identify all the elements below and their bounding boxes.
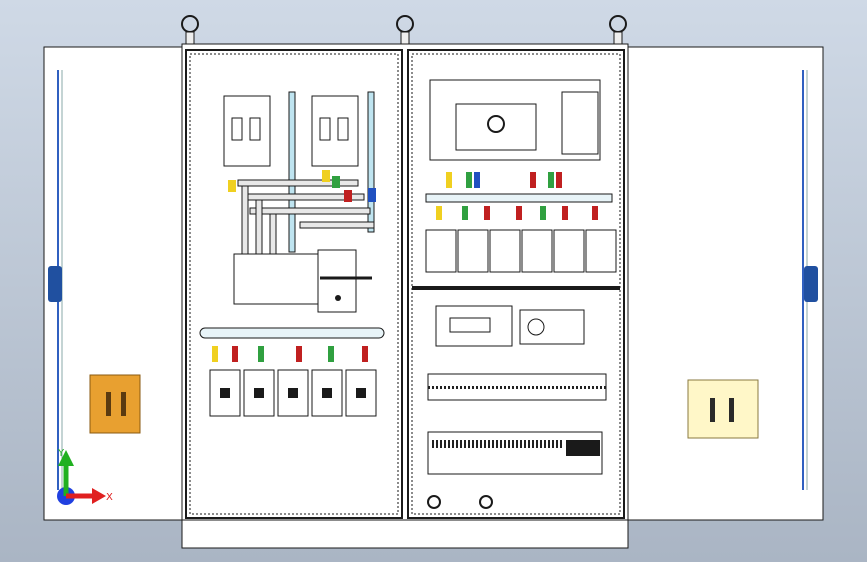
lifting-eye-icon bbox=[396, 15, 414, 45]
power-meter[interactable] bbox=[429, 79, 601, 161]
main-breaker[interactable] bbox=[223, 95, 271, 167]
right-door-lock-icon[interactable] bbox=[687, 379, 759, 439]
branch-breaker-row bbox=[425, 193, 617, 273]
lifting-eye-icon bbox=[181, 15, 199, 45]
branch-breaker[interactable] bbox=[311, 369, 343, 417]
terminal-block-row bbox=[427, 373, 607, 401]
branch-breaker[interactable] bbox=[489, 229, 521, 273]
left-door-lock-icon[interactable] bbox=[89, 374, 141, 434]
mounting-rail bbox=[412, 286, 620, 290]
hmi-module[interactable] bbox=[519, 309, 585, 345]
branch-breaker[interactable] bbox=[425, 229, 457, 273]
branch-breaker[interactable] bbox=[345, 369, 377, 417]
busbar bbox=[237, 91, 375, 257]
branch-breaker[interactable] bbox=[553, 229, 585, 273]
left-compartment bbox=[185, 49, 403, 519]
cable-gland-icon bbox=[479, 495, 493, 509]
relay-row bbox=[427, 431, 603, 475]
branch-breaker[interactable] bbox=[277, 369, 309, 417]
left-door bbox=[43, 46, 185, 521]
branch-breaker-row bbox=[209, 369, 377, 417]
neutral-busbar bbox=[199, 327, 385, 339]
branch-breaker[interactable] bbox=[209, 369, 241, 417]
lifting-eye-icon bbox=[609, 15, 627, 45]
right-compartment bbox=[407, 49, 625, 519]
y-axis-label: Y bbox=[57, 448, 65, 459]
right-door-hinge-icon bbox=[804, 266, 818, 302]
x-axis-label: X bbox=[106, 492, 113, 503]
branch-breaker[interactable] bbox=[243, 369, 275, 417]
disconnect-switch[interactable] bbox=[233, 249, 372, 313]
plc-module[interactable] bbox=[435, 305, 513, 347]
branch-breaker[interactable] bbox=[457, 229, 489, 273]
main-breaker[interactable] bbox=[311, 95, 359, 167]
branch-breaker[interactable] bbox=[585, 229, 617, 273]
cable-gland-icon bbox=[427, 495, 441, 509]
branch-breaker[interactable] bbox=[521, 229, 553, 273]
right-door bbox=[626, 46, 824, 521]
left-door-hinge-icon bbox=[48, 266, 62, 302]
axis-triad: Y X bbox=[57, 448, 113, 505]
